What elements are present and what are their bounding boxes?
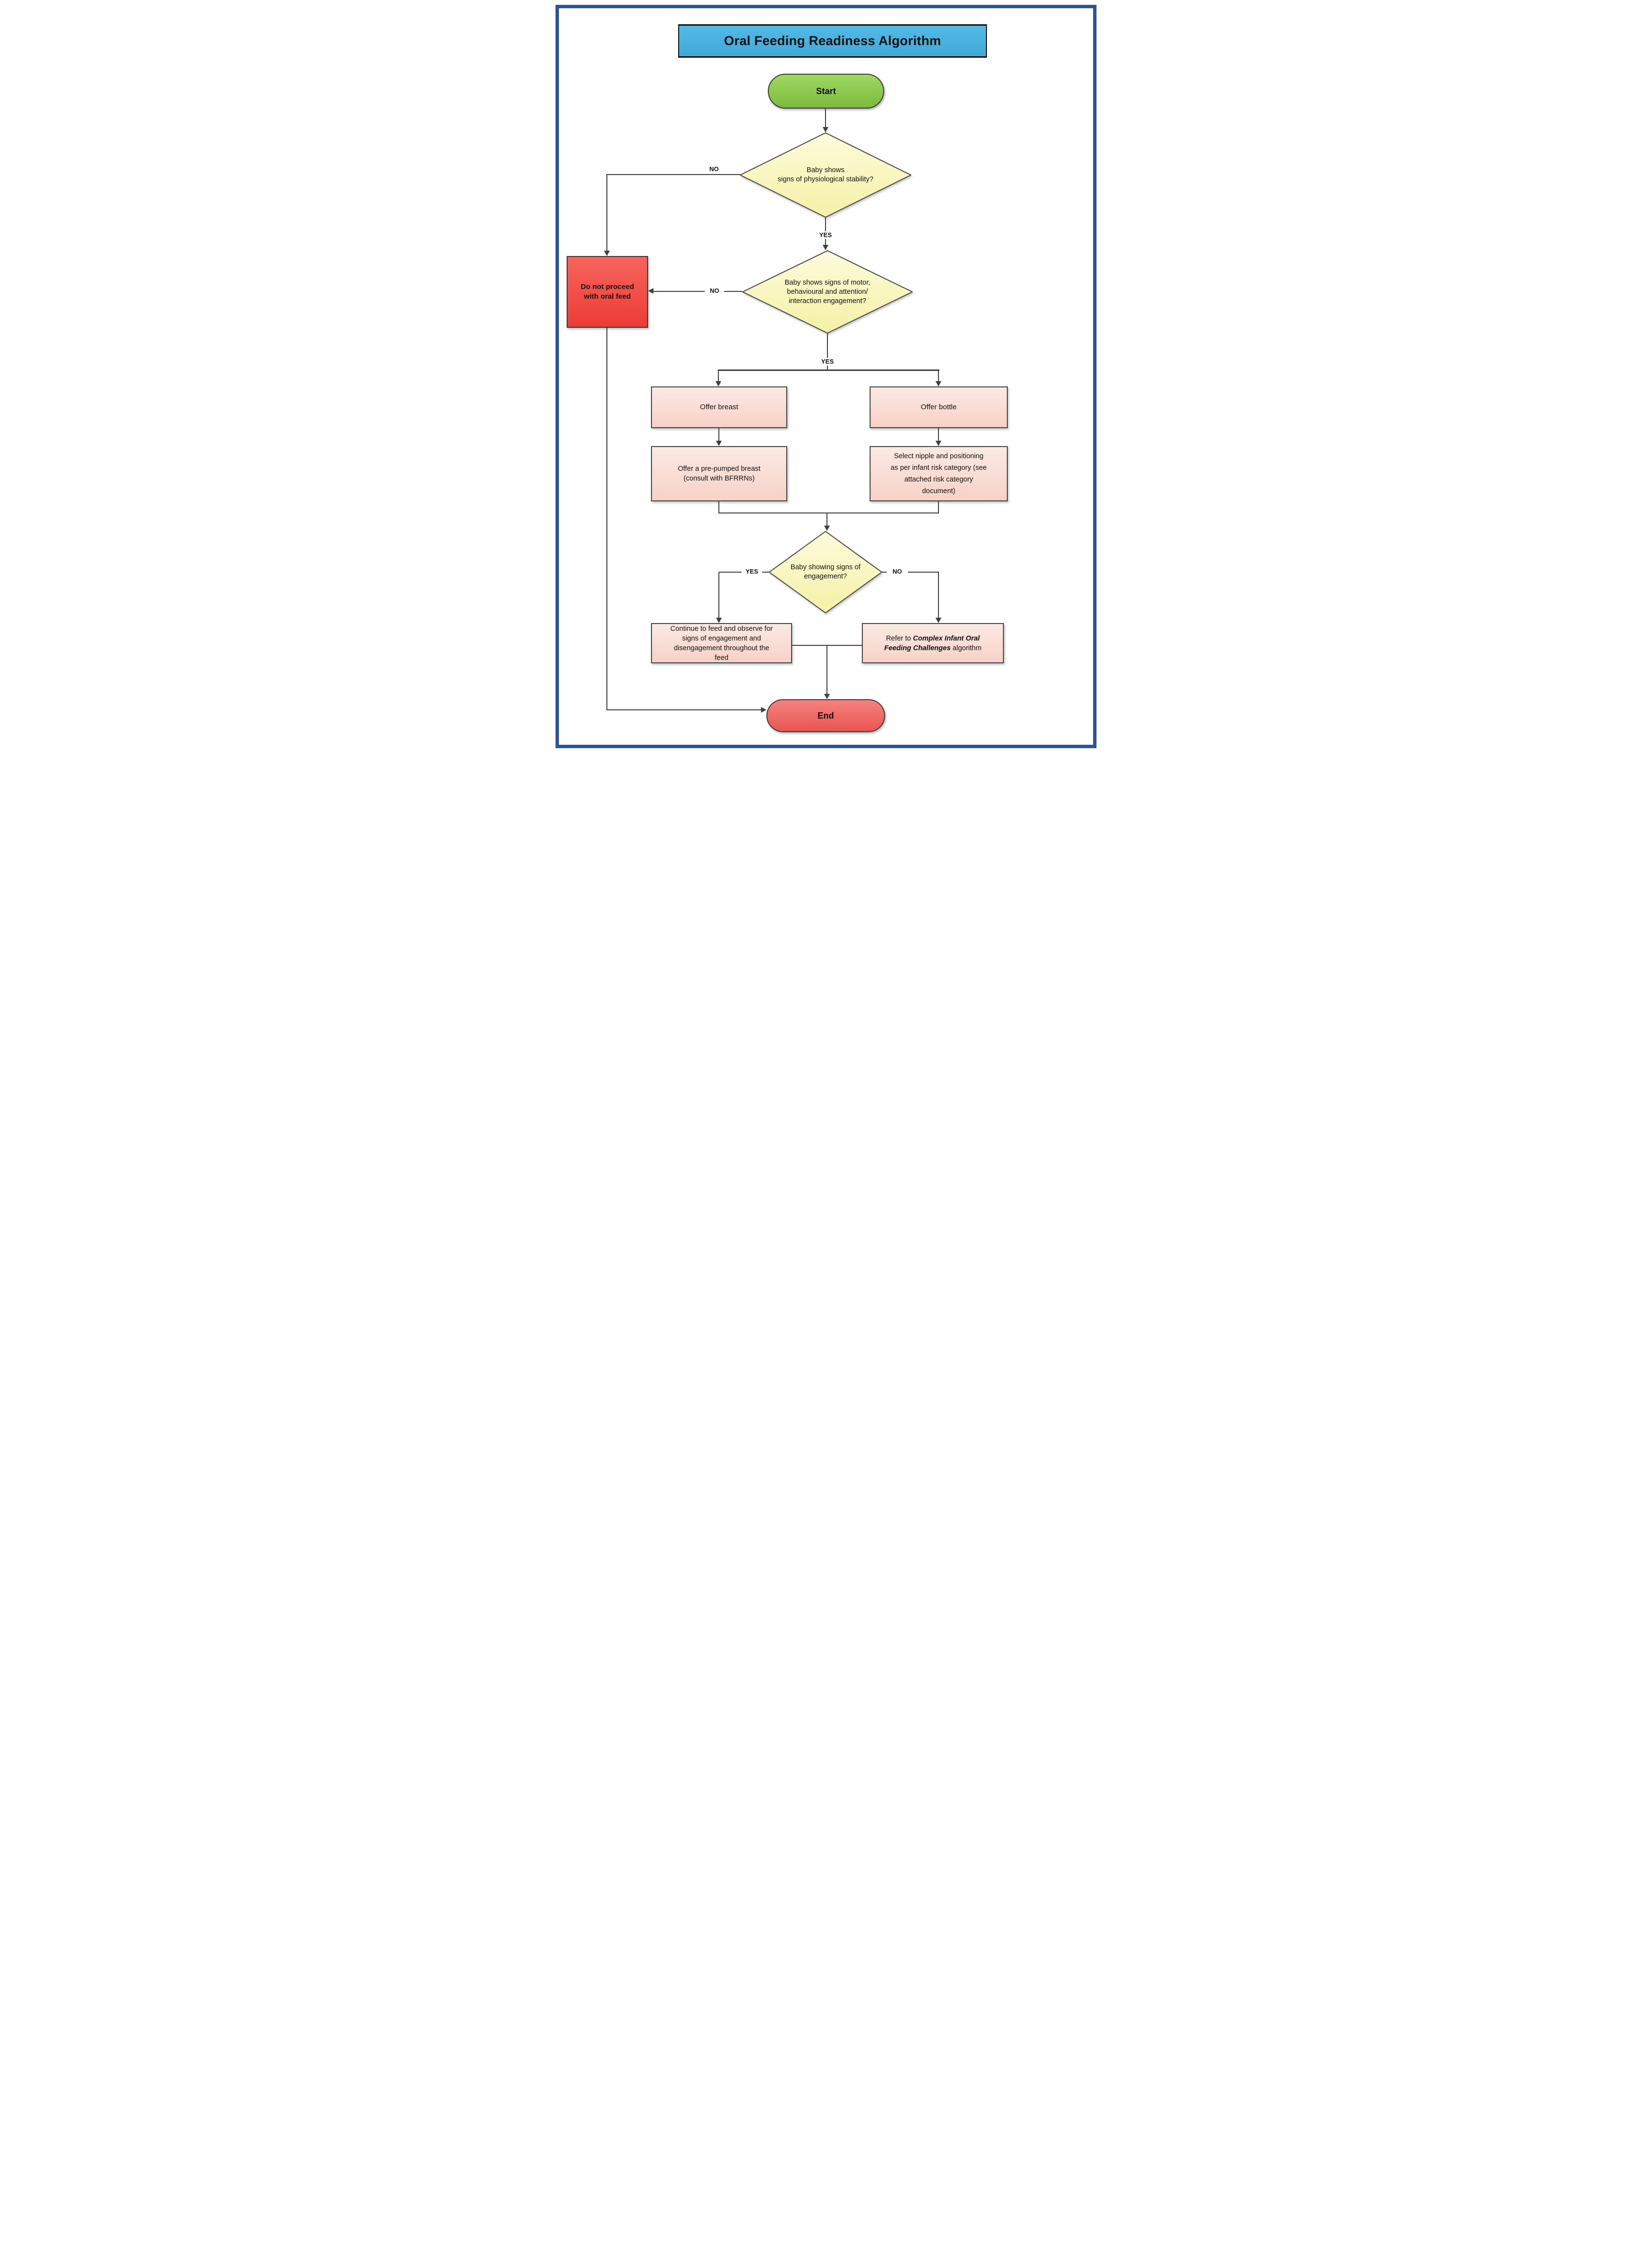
- offer-bottle-label: Offer bottle: [921, 403, 957, 411]
- refer-line-2: Feeding Challenges algorithm: [884, 643, 982, 653]
- decision-text-line: engagement?: [804, 573, 847, 580]
- connector-d3-yes-vertical: [718, 572, 719, 618]
- continue-feed-line: signs of engagement and: [682, 634, 761, 642]
- end-label: End: [817, 710, 834, 721]
- decision-physiological-stability-text: Baby shows signs of physiological stabil…: [740, 132, 911, 218]
- start-node: Start: [768, 74, 884, 109]
- decision-engagement-during-feed-text: Baby showing signs of engagement?: [769, 531, 882, 613]
- decision-motor-behavioural-engagement-text: Baby shows signs of motor, behavioural a…: [742, 250, 913, 334]
- offer-breast-node: Offer breast: [651, 386, 787, 428]
- continue-feed-line: Continue to feed and observe for: [670, 625, 773, 633]
- decision-motor-behavioural-engagement: Baby shows signs of motor, behavioural a…: [742, 250, 913, 334]
- decision-text-line: Baby shows: [806, 166, 845, 174]
- arrowhead-into-end-top: [824, 694, 830, 699]
- arrowhead-into-pre-pumped: [716, 441, 722, 446]
- connector-stop-to-end-vertical: [606, 328, 607, 710]
- stop-text-line: Do not proceed: [580, 283, 634, 291]
- connector-d2-no: [653, 291, 742, 292]
- decision-text-line: behavioural and attention/: [787, 288, 868, 296]
- decision-text-line: Baby showing signs of: [790, 563, 861, 571]
- refer-suffix: algorithm: [951, 644, 982, 652]
- decision-physiological-stability: Baby shows signs of physiological stabil…: [740, 132, 911, 218]
- arrowhead-into-offer-breast: [715, 381, 721, 386]
- connector-start-to-d1: [825, 109, 826, 127]
- refer-line-1: Refer to Complex Infant Oral: [886, 634, 980, 643]
- flowchart-canvas: Oral Feeding Readiness Algorithm Start B…: [551, 0, 1101, 753]
- diamond-shape: [740, 132, 911, 218]
- connector-breast-down: [718, 428, 719, 441]
- arrowhead-start-to-d1: [823, 127, 828, 132]
- connector-d3-no-vertical: [938, 572, 939, 618]
- pre-pumped-line: (consult with BFRRNs): [683, 475, 755, 482]
- arrowhead-into-d3: [824, 526, 830, 531]
- connector-d3-no-horizontal: [882, 572, 939, 573]
- connector-stop-to-end-horizontal: [606, 709, 761, 710]
- arrowhead-into-refer: [936, 618, 941, 623]
- diamond-shape: [769, 531, 882, 613]
- edge-label-yes-3: YES: [742, 568, 762, 576]
- end-node: End: [766, 699, 885, 732]
- refer-prefix: Refer to: [886, 634, 913, 642]
- continue-feed-node: Continue to feed and observe for signs o…: [651, 623, 792, 663]
- decision-text-line: Baby shows signs of motor,: [784, 278, 871, 287]
- select-nipple-line: as per infant risk category (see: [890, 464, 987, 472]
- stop-text-line: with oral feed: [584, 292, 631, 301]
- select-nipple-node: Select nipple and positioning as per inf…: [870, 446, 1008, 501]
- do-not-proceed-node: Do not proceed with oral feed: [567, 256, 648, 328]
- refer-complex-algorithm-node: Refer to Complex Infant Oral Feeding Cha…: [862, 623, 1004, 663]
- refer-bold-1: Complex Infant Oral: [913, 634, 980, 642]
- arrowhead-into-offer-bottle: [936, 381, 941, 386]
- pre-pumped-breast-node: Offer a pre-pumped breast (consult with …: [651, 446, 787, 501]
- arrowhead-into-stop-box: [604, 251, 610, 256]
- connector-selectnipple-down: [938, 501, 939, 513]
- select-nipple-line: document): [922, 487, 955, 495]
- select-nipple-line: attached risk category: [904, 476, 973, 483]
- start-label: Start: [816, 86, 836, 96]
- connector-bottle-down: [938, 428, 939, 441]
- arrowhead-into-d2: [823, 245, 828, 250]
- edge-label-yes-1: YES: [815, 231, 836, 239]
- edge-label-no-1: NO: [709, 165, 719, 173]
- offer-bottle-node: Offer bottle: [870, 386, 1008, 428]
- continue-feed-line: disengagement throughout the: [674, 644, 769, 652]
- edge-label-no-3: NO: [887, 568, 908, 576]
- connector-d1-no-horizontal: [606, 174, 740, 175]
- connector-join-to-d3: [826, 513, 827, 526]
- page-border: [556, 5, 1096, 748]
- arrowhead-into-end-side: [761, 707, 766, 713]
- connector-d2-yes: [827, 334, 828, 370]
- connector-d1-no-vertical: [606, 175, 607, 251]
- arrowhead-into-continue-feed: [716, 618, 722, 623]
- arrowhead-into-stop-box-side: [648, 288, 653, 294]
- diamond-shape: [742, 250, 913, 334]
- edge-label-yes-2: YES: [817, 358, 838, 366]
- select-nipple-line: Select nipple and positioning: [894, 452, 984, 460]
- edge-label-no-2: NO: [705, 287, 724, 295]
- connector-branch-left-drop: [718, 369, 719, 381]
- connector-branch-horizontal: [718, 369, 939, 371]
- connector-branch-right-drop: [938, 369, 939, 381]
- continue-feed-line: feed: [715, 654, 729, 662]
- decision-engagement-during-feed: Baby showing signs of engagement?: [769, 531, 882, 613]
- decision-text-line: signs of physiological stability?: [778, 176, 874, 183]
- pre-pumped-line: Offer a pre-pumped breast: [678, 465, 761, 473]
- connector-prepumped-down: [718, 501, 719, 513]
- decision-text-line: interaction engagement?: [789, 297, 866, 305]
- connector-join-to-end: [826, 645, 827, 694]
- refer-bold-2: Feeding Challenges: [884, 644, 951, 652]
- arrowhead-into-select-nipple: [936, 441, 941, 446]
- page-title-text: Oral Feeding Readiness Algorithm: [724, 33, 941, 48]
- page-title: Oral Feeding Readiness Algorithm: [678, 24, 987, 58]
- offer-breast-label: Offer breast: [700, 403, 738, 411]
